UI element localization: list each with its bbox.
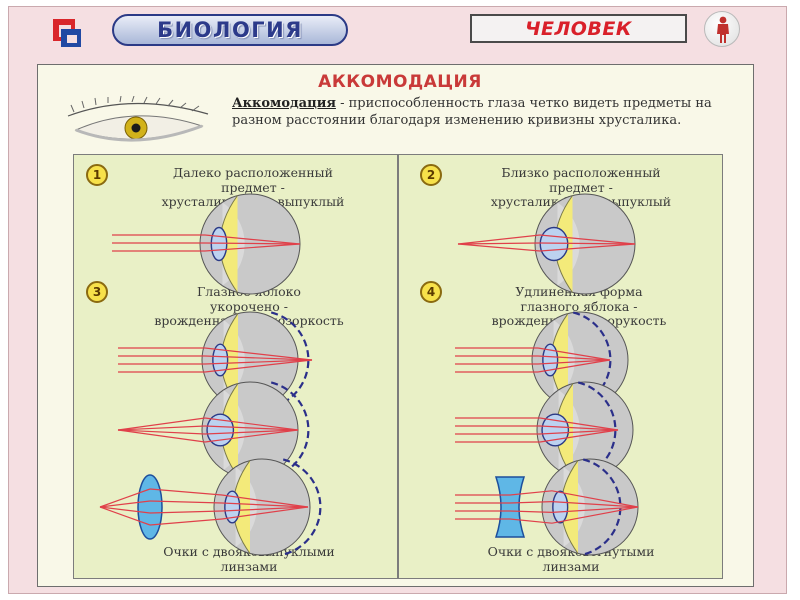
eye-1-lens: [211, 228, 226, 261]
eye-2-lens: [540, 228, 568, 261]
eye-4c: [542, 459, 638, 555]
eye-4c-lens: [553, 491, 568, 523]
concave-lens: [496, 477, 524, 537]
convex-lens: [138, 475, 162, 539]
ray-2-2: [458, 244, 540, 251]
